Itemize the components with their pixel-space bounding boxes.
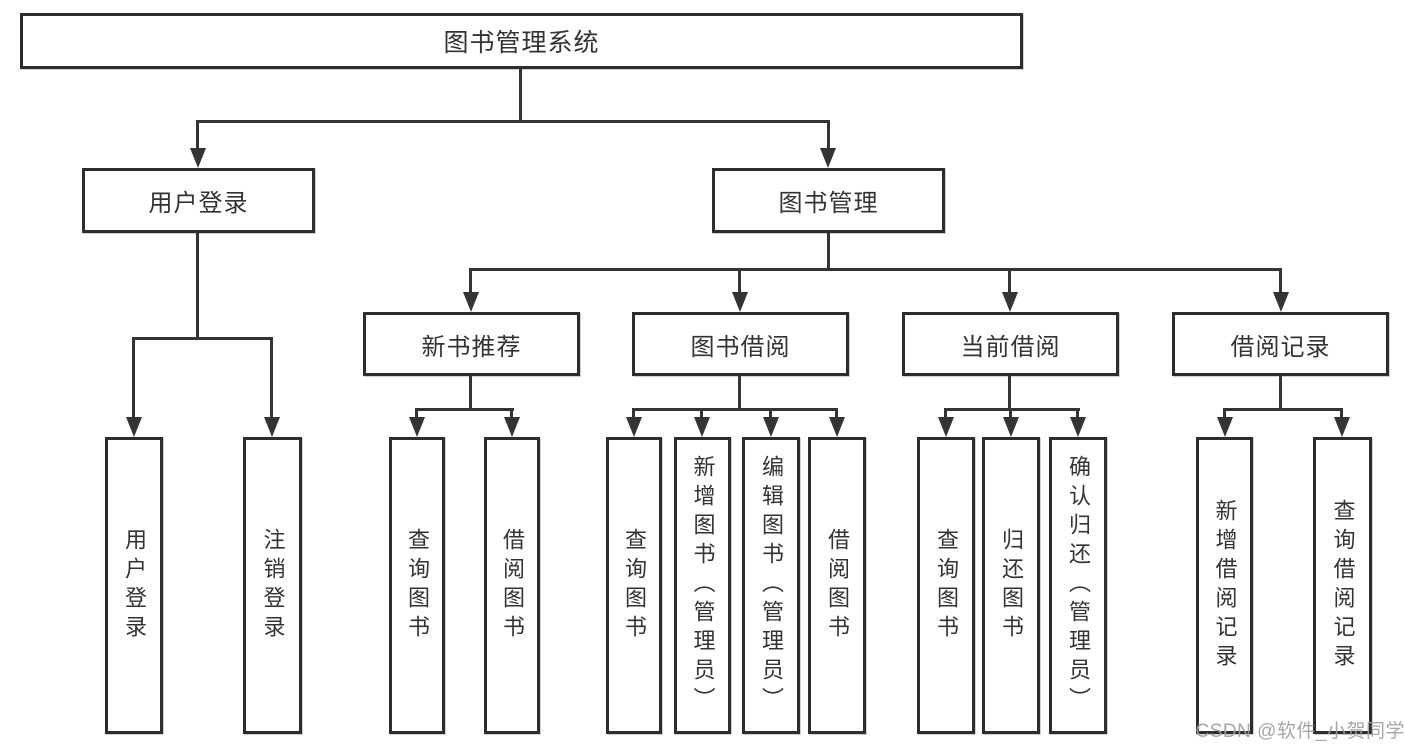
arrowhead-icon xyxy=(409,417,425,437)
arrowhead-icon xyxy=(694,417,710,437)
leaf-add-borrow-record: 新增借阅记录 xyxy=(1196,437,1253,734)
connector-line xyxy=(1223,408,1343,411)
arrowhead-icon xyxy=(1003,417,1019,437)
arrowhead-icon xyxy=(1070,417,1086,437)
leaf-edit-books-admin: 编辑图书（管理员） xyxy=(742,437,800,734)
connector-line xyxy=(469,268,472,294)
arrowhead-icon xyxy=(938,417,954,437)
node-book-borrow: 图书借阅 xyxy=(632,312,849,376)
leaf-user-login: 用户登录 xyxy=(105,437,163,734)
connector-line xyxy=(738,268,741,294)
node-current-borrow-label: 当前借阅 xyxy=(960,333,1061,361)
arrowhead-icon xyxy=(264,417,280,437)
connector-line xyxy=(700,408,703,419)
connector-line xyxy=(827,233,830,268)
connector-line xyxy=(1008,376,1011,408)
leaf-query-books-2: 查询图书 xyxy=(606,437,662,734)
connector-line xyxy=(1076,408,1079,419)
connector-line xyxy=(415,408,514,411)
connector-line xyxy=(469,268,1282,271)
connector-line xyxy=(944,408,947,419)
leaf-query-books-1: 查询图书 xyxy=(389,437,445,734)
arrowhead-icon xyxy=(1002,292,1018,312)
node-current-borrow: 当前借阅 xyxy=(902,312,1119,376)
connector-line xyxy=(1340,408,1343,419)
leaf-add-books-admin: 新增图书（管理员） xyxy=(674,437,731,734)
leaf-query-borrow-record: 查询借阅记录 xyxy=(1313,437,1372,734)
connector-line xyxy=(415,408,418,419)
connector-line xyxy=(738,376,741,408)
arrowhead-icon xyxy=(732,292,748,312)
leaf-confirm-return-admin: 确认归还（管理员） xyxy=(1049,437,1107,734)
leaf-logout: 注销登录 xyxy=(243,437,302,734)
leaf-borrow-books-1: 借阅图书 xyxy=(484,437,540,734)
node-user-login-label: 用户登录 xyxy=(148,190,249,217)
arrowhead-icon xyxy=(463,292,479,312)
connector-line xyxy=(944,408,1080,411)
connector-line xyxy=(1223,408,1226,419)
connector-line xyxy=(769,408,772,419)
connector-line xyxy=(519,69,522,120)
node-book-management: 图书管理 xyxy=(712,168,945,233)
connector-line xyxy=(270,337,273,419)
connector-line xyxy=(1279,268,1282,294)
connector-line xyxy=(132,337,273,340)
connector-line xyxy=(469,376,472,408)
connector-line xyxy=(827,120,830,150)
arrowhead-icon xyxy=(1334,417,1350,437)
arrowhead-icon xyxy=(820,148,836,168)
node-root: 图书管理系统 xyxy=(20,13,1023,69)
connector-line xyxy=(1279,376,1282,408)
leaf-borrow-books-2: 借阅图书 xyxy=(808,437,866,734)
connector-line xyxy=(196,120,830,123)
node-root-label: 图书管理系统 xyxy=(443,29,600,57)
node-new-book-recommend-label: 新书推荐 xyxy=(421,333,522,361)
csdn-watermark: CSDN @软件_小贺同学 xyxy=(1195,721,1405,742)
arrowhead-icon xyxy=(1217,417,1233,437)
connector-line xyxy=(132,337,135,419)
leaf-return-books: 归还图书 xyxy=(982,437,1040,734)
node-new-book-recommend: 新书推荐 xyxy=(363,312,580,376)
arrowhead-icon xyxy=(190,148,206,168)
arrowhead-icon xyxy=(1273,292,1289,312)
connector-line xyxy=(632,408,635,419)
connector-line xyxy=(196,120,199,150)
connector-line xyxy=(1008,268,1011,294)
leaf-query-books-3: 查询图书 xyxy=(917,437,975,734)
node-user-login: 用户登录 xyxy=(82,168,315,233)
node-borrow-records-label: 借阅记录 xyxy=(1230,333,1331,361)
node-borrow-records: 借阅记录 xyxy=(1172,312,1389,376)
arrowhead-icon xyxy=(626,417,642,437)
connector-line xyxy=(510,408,513,419)
connector-line xyxy=(196,233,199,337)
arrowhead-icon xyxy=(763,417,779,437)
connector-line xyxy=(835,408,838,419)
arrowhead-icon xyxy=(126,417,142,437)
arrowhead-icon xyxy=(829,417,845,437)
connector-line xyxy=(632,408,838,411)
node-book-borrow-label: 图书借阅 xyxy=(690,333,791,361)
arrowhead-icon xyxy=(504,417,520,437)
node-book-management-label: 图书管理 xyxy=(778,190,879,217)
connector-line xyxy=(1009,408,1012,419)
